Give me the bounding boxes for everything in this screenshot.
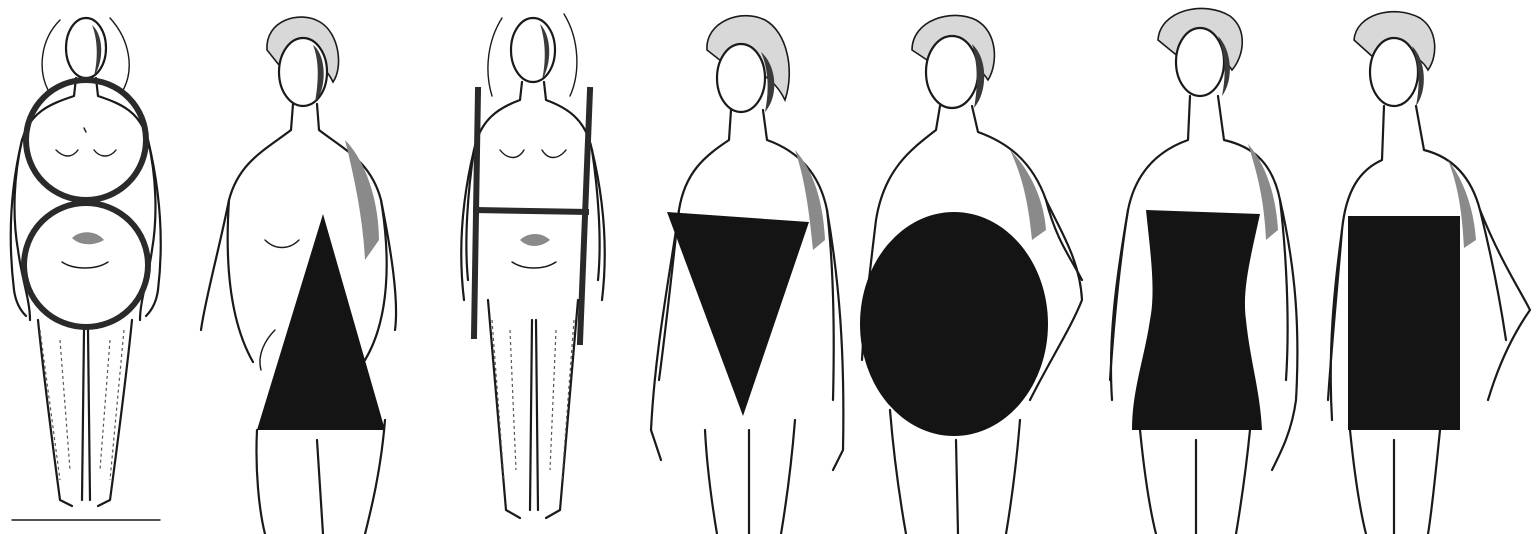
rectangle-figure-drawing [1320,0,1538,534]
inverted-triangle-shape [667,212,809,416]
lower-circle [24,203,148,327]
oval-figure [860,0,1090,534]
hourglass-figure [1100,0,1315,534]
oval-figure-drawing [860,0,1090,534]
hourglass-sketch-figure [0,0,175,534]
hourglass-sketch-drawing [0,0,175,534]
rectangle-figure [1320,0,1538,534]
hourglass-shape [1132,210,1262,430]
hourglass-figure-drawing [1100,0,1315,534]
cross-bar [476,210,586,212]
upper-circle [26,80,146,200]
triangle-figure [195,0,415,534]
rectangle-sketch-figure [440,0,625,534]
oval-shape [860,212,1048,436]
rectangle-sketch-drawing [440,0,625,534]
inverted-triangle-figure [645,0,855,534]
inverted-triangle-figure-drawing [645,0,855,534]
rectangle-shape [1348,216,1460,430]
triangle-figure-drawing [195,0,415,534]
